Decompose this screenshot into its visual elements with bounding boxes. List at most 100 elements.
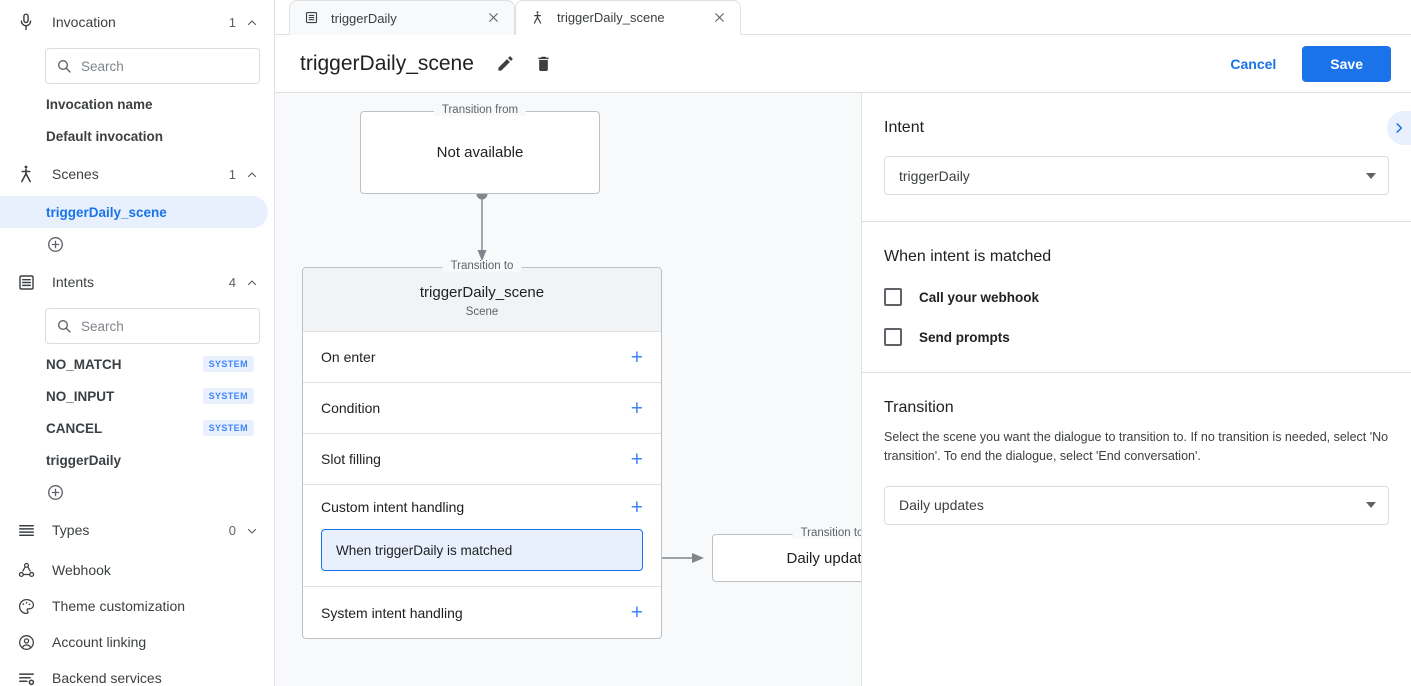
sidebar-item-label: CANCEL	[46, 420, 103, 436]
sidebar-item-intent-no-match[interactable]: NO_MATCH SYSTEM	[0, 348, 268, 380]
page-title: triggerDaily_scene	[300, 51, 474, 75]
intents-search-box[interactable]	[45, 308, 260, 344]
main-area: triggerDaily triggerDaily_scene	[275, 0, 1411, 686]
scene-node[interactable]: Transition to triggerDaily_scene Scene O…	[302, 260, 662, 639]
sidebar-item-label: Account linking	[52, 634, 147, 650]
backend-services-icon	[14, 666, 38, 686]
plus-circle-icon	[48, 484, 63, 500]
scene-node-name: triggerDaily_scene	[419, 284, 545, 301]
close-icon[interactable]	[712, 10, 728, 26]
types-icon	[14, 518, 38, 542]
scene-row-label: System intent handling	[321, 604, 463, 621]
add-system-intent-handling-icon[interactable]: +	[630, 601, 643, 624]
scene-row-label: Custom intent handling	[321, 499, 465, 515]
tab-label: triggerDaily	[331, 10, 397, 26]
sidebar-group-count: 4	[228, 274, 236, 290]
add-slot-filling-icon[interactable]: +	[630, 447, 643, 471]
sidebar-item-label: Invocation name	[46, 96, 153, 112]
scene-row-condition[interactable]: Condition +	[303, 383, 661, 434]
pencil-icon[interactable]	[496, 54, 516, 74]
transition-target-node[interactable]: Transition to Daily updates	[712, 527, 862, 582]
scene-node-subtitle: Scene	[465, 306, 499, 318]
trash-icon[interactable]	[534, 54, 554, 74]
plus-circle-icon	[48, 236, 63, 252]
invocation-search-wrap	[0, 44, 274, 88]
sidebar-item-label: Webhook	[52, 562, 111, 578]
chevron-down-icon	[246, 524, 258, 536]
sidebar-item-scene-triggerdaily-scene[interactable]: triggerDaily_scene	[0, 196, 268, 228]
transition-select[interactable]: Daily updates	[884, 485, 1389, 525]
send-prompts-checkbox[interactable]	[884, 328, 902, 346]
sidebar-group-intents[interactable]: Intents 4	[0, 260, 274, 304]
sidebar-item-label: triggerDaily_scene	[46, 204, 167, 220]
sidebar-item-backend-services[interactable]: Backend services	[0, 660, 274, 686]
scene-block-custom-intent-handling: Custom intent handling + When triggerDai…	[303, 485, 661, 587]
invocation-search-input[interactable]	[81, 58, 249, 74]
chevron-up-icon	[246, 168, 258, 180]
sidebar-item-invocation-name[interactable]: Invocation name	[0, 88, 268, 120]
checkbox-row-call-your-webhook[interactable]: Call your webhook	[884, 288, 1389, 306]
section-description: Select the scene you want the dialogue t…	[884, 430, 1389, 464]
search-icon	[57, 59, 71, 73]
intents-search-wrap	[0, 304, 274, 348]
scene-row-system-intent-handling[interactable]: System intent handling +	[303, 587, 661, 638]
intent-select-value: triggerDaily	[899, 167, 970, 184]
sidebar-item-theme-customization[interactable]: Theme customization	[0, 588, 274, 624]
add-scene-button[interactable]	[0, 228, 274, 260]
sidebar-group-types[interactable]: Types 0	[0, 508, 274, 552]
call-webhook-checkbox[interactable]	[884, 288, 902, 306]
transition-from-node[interactable]: Transition from Not available	[360, 104, 600, 194]
cancel-button[interactable]: Cancel	[1218, 48, 1288, 80]
checkbox-row-send-prompts[interactable]: Send prompts	[884, 328, 1389, 346]
scene-row-label: Condition	[321, 400, 381, 416]
chevron-right-icon[interactable]	[1387, 111, 1411, 145]
add-custom-intent-handling-icon[interactable]: +	[630, 495, 643, 519]
intents-icon	[14, 270, 38, 294]
status-badge: SYSTEM	[202, 388, 254, 404]
sidebar-group-label: Scenes	[52, 166, 99, 182]
sidebar: Invocation 1 Invocation name Default inv…	[0, 0, 275, 686]
section-title: Intent	[884, 119, 925, 136]
sidebar-item-intent-cancel[interactable]: CANCEL SYSTEM	[0, 412, 268, 444]
close-icon[interactable]	[486, 10, 502, 26]
palette-icon	[14, 594, 38, 618]
checkbox-label: Send prompts	[919, 329, 1010, 345]
add-intent-button[interactable]	[0, 476, 274, 508]
intent-select[interactable]: triggerDaily	[884, 156, 1389, 195]
sidebar-item-webhook[interactable]: Webhook	[0, 552, 274, 588]
account-icon	[14, 630, 38, 654]
dropdown-arrow-icon	[1366, 502, 1376, 509]
sidebar-item-intent-triggerdaily[interactable]: triggerDaily	[0, 444, 268, 476]
scene-row-slot-filling[interactable]: Slot filling +	[303, 434, 661, 485]
page-header: triggerDaily_scene Cancel Save	[275, 35, 1411, 93]
node-text: Daily updates	[786, 549, 862, 567]
content-body: Transition from Not available Transition…	[275, 93, 1411, 686]
invocation-search-box[interactable]	[45, 48, 260, 84]
sidebar-item-intent-no-input[interactable]: NO_INPUT SYSTEM	[0, 380, 268, 412]
status-badge: SYSTEM	[202, 420, 254, 436]
tab-triggerdaily[interactable]: triggerDaily	[289, 0, 515, 35]
add-on-enter-icon[interactable]: +	[630, 345, 643, 369]
sidebar-group-invocation[interactable]: Invocation 1	[0, 0, 274, 44]
webhook-icon	[14, 558, 38, 582]
intents-search-input[interactable]	[81, 318, 249, 334]
tab-triggerdaily-scene[interactable]: triggerDaily_scene	[515, 0, 741, 35]
scene-graph-canvas[interactable]: Transition from Not available Transition…	[275, 93, 862, 686]
scene-row-custom-intent-handling[interactable]: Custom intent handling +	[303, 485, 661, 529]
scene-icon	[530, 10, 546, 26]
sidebar-item-label: Theme customization	[52, 598, 186, 614]
sidebar-item-default-invocation[interactable]: Default invocation	[0, 120, 268, 152]
node-text: Not available	[436, 144, 524, 161]
scene-node-header: triggerDaily_scene Scene	[303, 268, 661, 332]
sidebar-group-count: 1	[228, 166, 236, 182]
microphone-icon	[14, 10, 38, 34]
panel-section-when-intent-matched: When intent is matched Call your webhook…	[862, 222, 1411, 373]
scene-row-label: On enter	[321, 349, 376, 365]
scene-row-on-enter[interactable]: On enter +	[303, 332, 661, 383]
intent-handler-chip[interactable]: When triggerDaily is matched	[321, 529, 643, 571]
save-button[interactable]: Save	[1302, 45, 1391, 82]
sidebar-item-account-linking[interactable]: Account linking	[0, 624, 274, 660]
add-condition-icon[interactable]: +	[630, 396, 643, 420]
sidebar-group-scenes[interactable]: Scenes 1	[0, 152, 274, 196]
